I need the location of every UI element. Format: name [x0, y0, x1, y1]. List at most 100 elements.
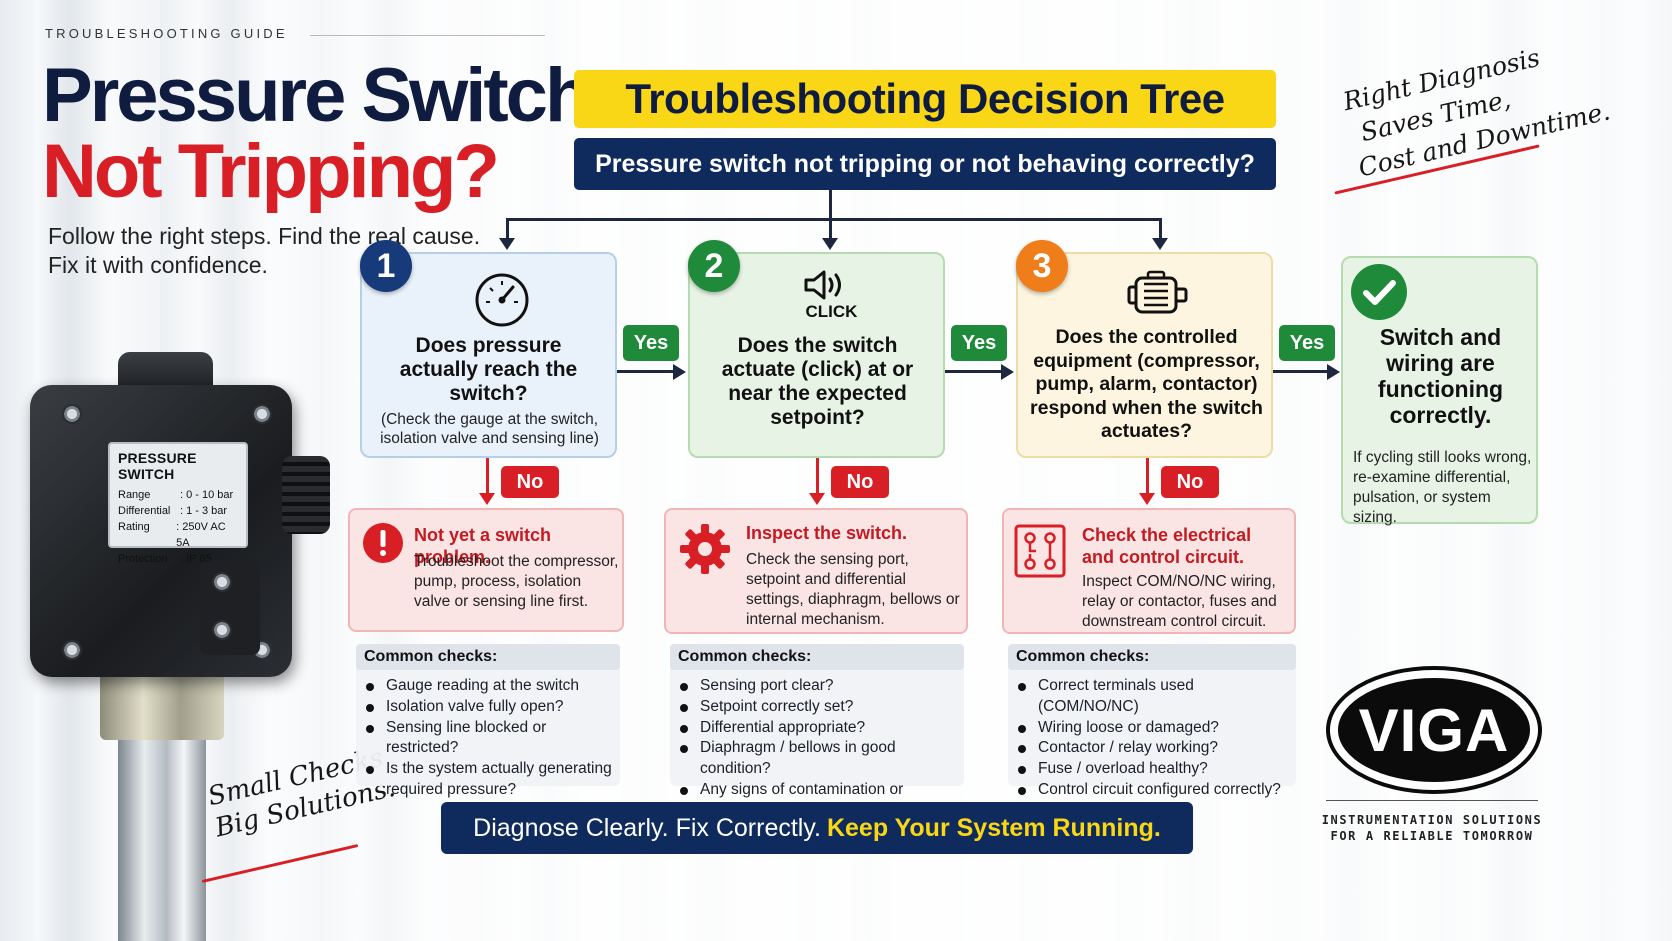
page-title-line2: Not Tripping? — [42, 129, 500, 214]
step-3-card: Does the controlled equipment (compresso… — [1016, 252, 1273, 458]
step-1-badge: 1 — [360, 240, 412, 292]
arrow-down-icon — [809, 493, 825, 505]
step-2-badge: 2 — [688, 240, 740, 292]
plate-row: Protection: IP 65 — [118, 553, 212, 565]
list-item: Control circuit configured correctly? — [1008, 780, 1296, 801]
list-item: Differential appropriate? — [670, 718, 964, 739]
step-2-checks: Common checks: Sensing port clear? Setpo… — [670, 644, 964, 819]
motor-icon — [1127, 270, 1188, 314]
hex-nut — [100, 670, 224, 740]
connector-line — [1273, 370, 1327, 373]
list-item: Correct terminals used (COM/NO/NC) — [1008, 676, 1296, 718]
no-label: No — [831, 466, 889, 498]
step-3-no-result: Check the electrical and control circuit… — [1002, 508, 1296, 634]
step-2-question: Does the switch actuate (click) at or ne… — [721, 334, 914, 429]
device-label-plate: PRESSURE SWITCH Range: 0 - 10 bar Differ… — [108, 442, 248, 565]
subtitle-line2: Fix it with confidence. — [48, 252, 268, 278]
list-item: Diaphragm / bellows in good condition? — [670, 738, 964, 780]
speaker-icon — [804, 270, 841, 300]
list-item: Isolation valve fully open? — [356, 697, 620, 718]
final-result-card: Switch and wiring are functioning correc… — [1341, 256, 1538, 526]
page-title-line1: Pressure Switch — [42, 53, 591, 138]
step-3-result-text: Inspect COM/NO/NC wiring, relay or conta… — [1082, 573, 1277, 630]
screw-icon — [212, 620, 232, 640]
plate-row: Differential: 1 - 3 bar — [118, 505, 228, 517]
step-1-card: Does pressure actually reach the switch?… — [360, 252, 617, 458]
connector-line — [506, 218, 1162, 221]
connector-line — [1159, 218, 1162, 240]
footer-banner: Diagnose Clearly. Fix Correctly. Keep Yo… — [441, 802, 1193, 854]
subtitle-line1: Follow the right steps. Find the real ca… — [48, 223, 481, 249]
connector-line — [506, 218, 509, 240]
list-item: Wiring loose or damaged? — [1008, 718, 1296, 739]
list-item: Sensing port clear? — [670, 676, 964, 697]
step-2-result-title: Inspect the switch. — [746, 523, 908, 543]
connector-line — [945, 370, 1001, 373]
checks-heading: Common checks: — [1008, 644, 1296, 670]
connector-line — [617, 370, 673, 373]
arrow-down-icon — [479, 493, 495, 505]
step-1-no-result: Not yet a switch problem. Troubleshoot t… — [348, 508, 624, 632]
step-1-detail: (Check the gauge at the switch, isolatio… — [380, 411, 599, 447]
no-label: No — [501, 466, 559, 498]
checkmark-icon — [1351, 264, 1407, 320]
arrow-right-icon — [1001, 364, 1014, 380]
step-3-checks: Common checks: Correct terminals used (C… — [1008, 644, 1296, 798]
brand-tagline: INSTRUMENTATION SOLUTIONS FOR A RELIABLE… — [1316, 812, 1548, 844]
kicker: TROUBLESHOOTING GUIDE — [45, 26, 288, 41]
step-1-result-text: Troubleshoot the compressor, pump, proce… — [414, 553, 619, 610]
no-connector-line — [486, 458, 489, 494]
screw-icon — [212, 572, 232, 592]
subtitle: Follow the right steps. Find the real ca… — [48, 222, 518, 280]
checks-heading: Common checks: — [356, 644, 620, 670]
step-2-card: CLICK Does the switch actuate (click) at… — [688, 252, 945, 458]
pressure-gauge-icon — [475, 273, 529, 327]
yes-label: Yes — [623, 325, 679, 361]
final-title: Switch and wiring are functioning correc… — [1377, 324, 1504, 428]
step-2-result-text: Check the sensing port, setpoint and dif… — [746, 551, 960, 628]
yes-label: Yes — [1279, 325, 1335, 361]
yes-label: Yes — [951, 325, 1007, 361]
kicker-divider — [310, 35, 545, 36]
step-2-no-result: Inspect the switch. Check the sensing po… — [664, 508, 968, 634]
screw-icon — [62, 640, 82, 660]
list-item: Sensing line blocked or restricted? — [356, 718, 620, 760]
slogan-underline — [201, 844, 359, 883]
list-item: Fuse / overload healthy? — [1008, 759, 1296, 780]
screw-icon — [252, 404, 272, 424]
pipe — [118, 700, 206, 941]
checks-heading: Common checks: — [670, 644, 964, 670]
step-1-result-title: Not yet a switch problem. — [414, 525, 552, 567]
list-item: Contactor / relay working? — [1008, 738, 1296, 759]
plate-title: PRESSURE SWITCH — [118, 450, 197, 482]
list-item: Is the system actually generating requir… — [356, 759, 620, 801]
footer-highlight: Keep Your System Running. — [826, 813, 1161, 842]
cable-gland — [282, 456, 330, 534]
arrow-right-icon — [673, 364, 686, 380]
tree-title: Troubleshooting Decision Tree — [574, 70, 1276, 128]
plate-row: Rating: 250V AC 5A — [118, 521, 226, 549]
arrow-down-icon — [822, 238, 838, 250]
gear-icon — [680, 524, 730, 574]
step-3-result-title: Check the electrical and control circuit… — [1082, 525, 1252, 567]
step-3-question: Does the controlled equipment (compresso… — [1030, 326, 1263, 442]
arrow-right-icon — [1327, 364, 1340, 380]
footer-text: Diagnose Clearly. Fix Correctly. — [473, 813, 821, 842]
plate-row: Range: 0 - 10 bar — [118, 489, 234, 501]
list-item: Setpoint correctly set? — [670, 697, 964, 718]
arrow-down-icon — [1139, 493, 1155, 505]
logo-divider — [1326, 800, 1538, 801]
click-label: CLICK — [805, 302, 858, 321]
arrow-down-icon — [1152, 238, 1168, 250]
screw-icon — [62, 404, 82, 424]
list-item: Gauge reading at the switch — [356, 676, 620, 697]
no-connector-line — [1146, 458, 1149, 494]
viga-logo: VIGA — [1338, 678, 1530, 782]
connector-line — [829, 218, 832, 240]
connector-line — [829, 190, 832, 220]
arrow-down-icon — [499, 238, 515, 250]
step-3-badge: 3 — [1016, 240, 1068, 292]
terminal-fitting — [200, 560, 260, 655]
no-connector-line — [816, 458, 819, 494]
no-label: No — [1161, 466, 1219, 498]
